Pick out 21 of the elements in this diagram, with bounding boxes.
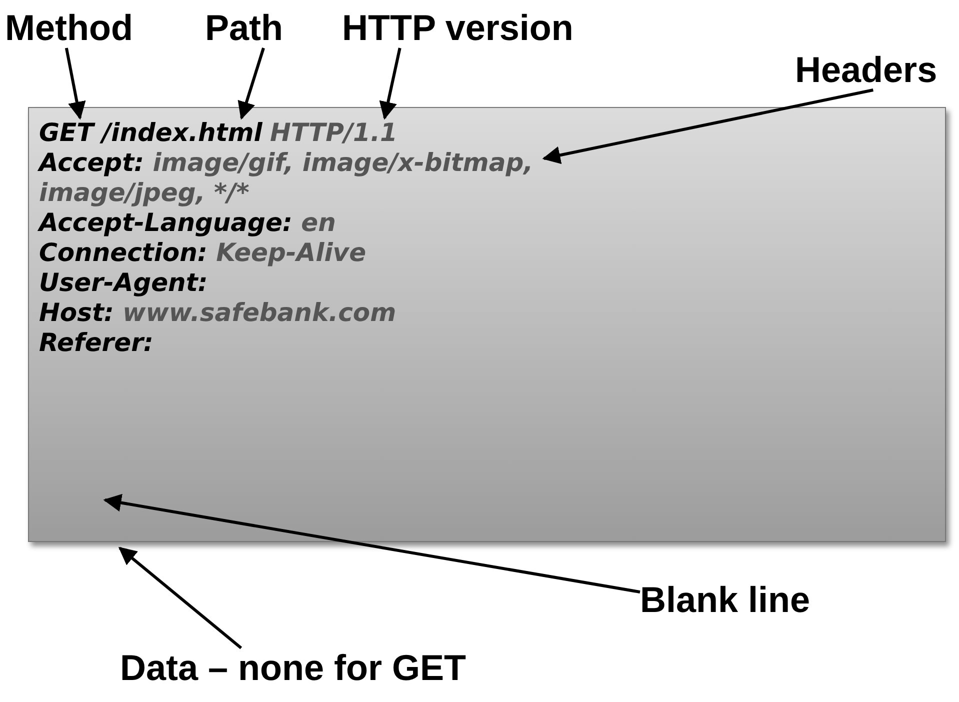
arrow [103, 494, 640, 594]
header-line-text: Connection: Keep-Alive [39, 238, 368, 268]
callout-label: Method [5, 8, 133, 48]
request-path-text: /index.html [102, 118, 262, 148]
request-method-text: GET [39, 118, 94, 148]
arrow [379, 48, 402, 120]
header-line-text: User-Agent: [39, 268, 209, 298]
callout-label: Data – none for GET [120, 648, 466, 688]
arrow [64, 48, 86, 120]
callout-label: HTTP version [342, 8, 574, 48]
header-line-text: Host: www.safebank.com [39, 298, 398, 328]
arrow [542, 88, 874, 164]
callout-label: Headers [795, 50, 938, 90]
arrow [238, 48, 265, 120]
callout-label: Blank line [640, 580, 810, 620]
header-line-text: Referer: [39, 328, 154, 358]
http-version-text: HTTP/1.1 [270, 118, 398, 148]
header-line-text: Accept-Language: en [39, 208, 337, 238]
request-message-panel [28, 107, 946, 542]
callout-label: Path [205, 8, 284, 48]
arrow [118, 546, 242, 650]
